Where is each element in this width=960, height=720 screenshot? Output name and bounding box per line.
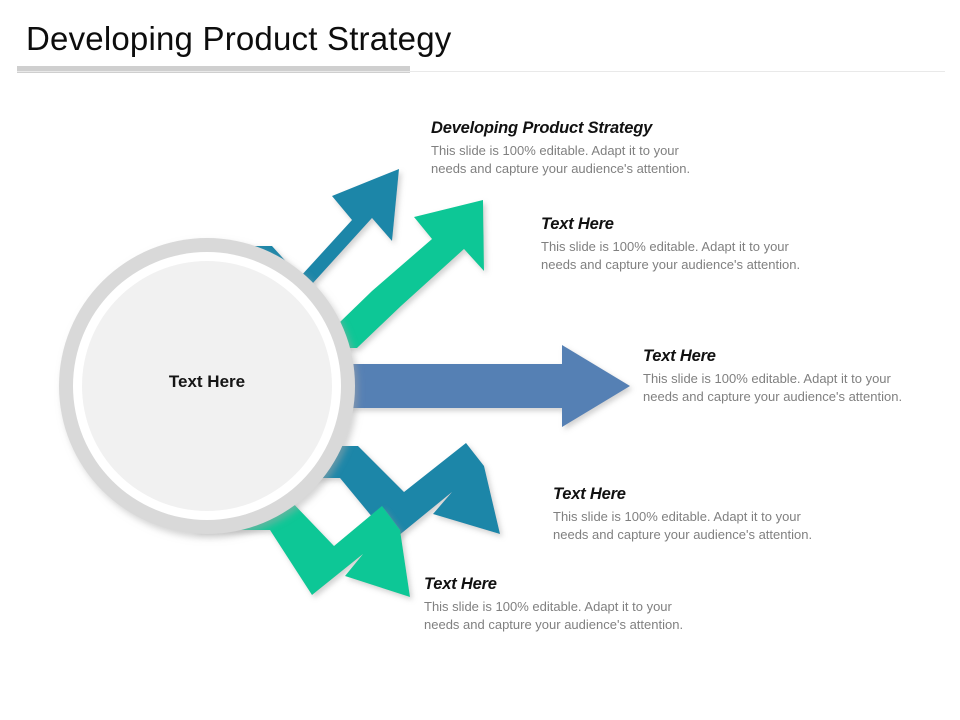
- callout-heading-5: Text Here: [424, 575, 497, 593]
- callout-block-5: Text Here This slide is 100% editable. A…: [424, 575, 692, 633]
- callout-heading-4: Text Here: [553, 485, 626, 503]
- center-circle[interactable]: [59, 238, 355, 534]
- title-underline-hairline: [17, 71, 945, 72]
- callout-block-3: Text Here This slide is 100% editable. A…: [643, 347, 911, 405]
- callout-heading-1: Developing Product Strategy: [431, 119, 653, 137]
- arrow-right-slate-blue[interactable]: [262, 345, 630, 427]
- callout-body-2: This slide is 100% editable. Adapt it to…: [541, 239, 801, 272]
- callout-heading-2: Text Here: [541, 215, 614, 233]
- callout-body-1: This slide is 100% editable. Adapt it to…: [431, 143, 691, 176]
- callout-heading-3: Text Here: [643, 347, 716, 365]
- callout-body-5: This slide is 100% editable. Adapt it to…: [424, 599, 684, 632]
- callout-block-1: Developing Product Strategy This slide i…: [431, 119, 699, 177]
- center-circle-label: Text Here: [168, 372, 246, 391]
- callout-body-4: This slide is 100% editable. Adapt it to…: [553, 509, 813, 542]
- callout-block-4: Text Here This slide is 100% editable. A…: [553, 485, 821, 543]
- callout-block-2: Text Here This slide is 100% editable. A…: [541, 215, 809, 273]
- callout-body-3: This slide is 100% editable. Adapt it to…: [643, 371, 903, 404]
- page-title: Developing Product Strategy: [26, 20, 452, 57]
- title-underline-bar: [17, 66, 410, 73]
